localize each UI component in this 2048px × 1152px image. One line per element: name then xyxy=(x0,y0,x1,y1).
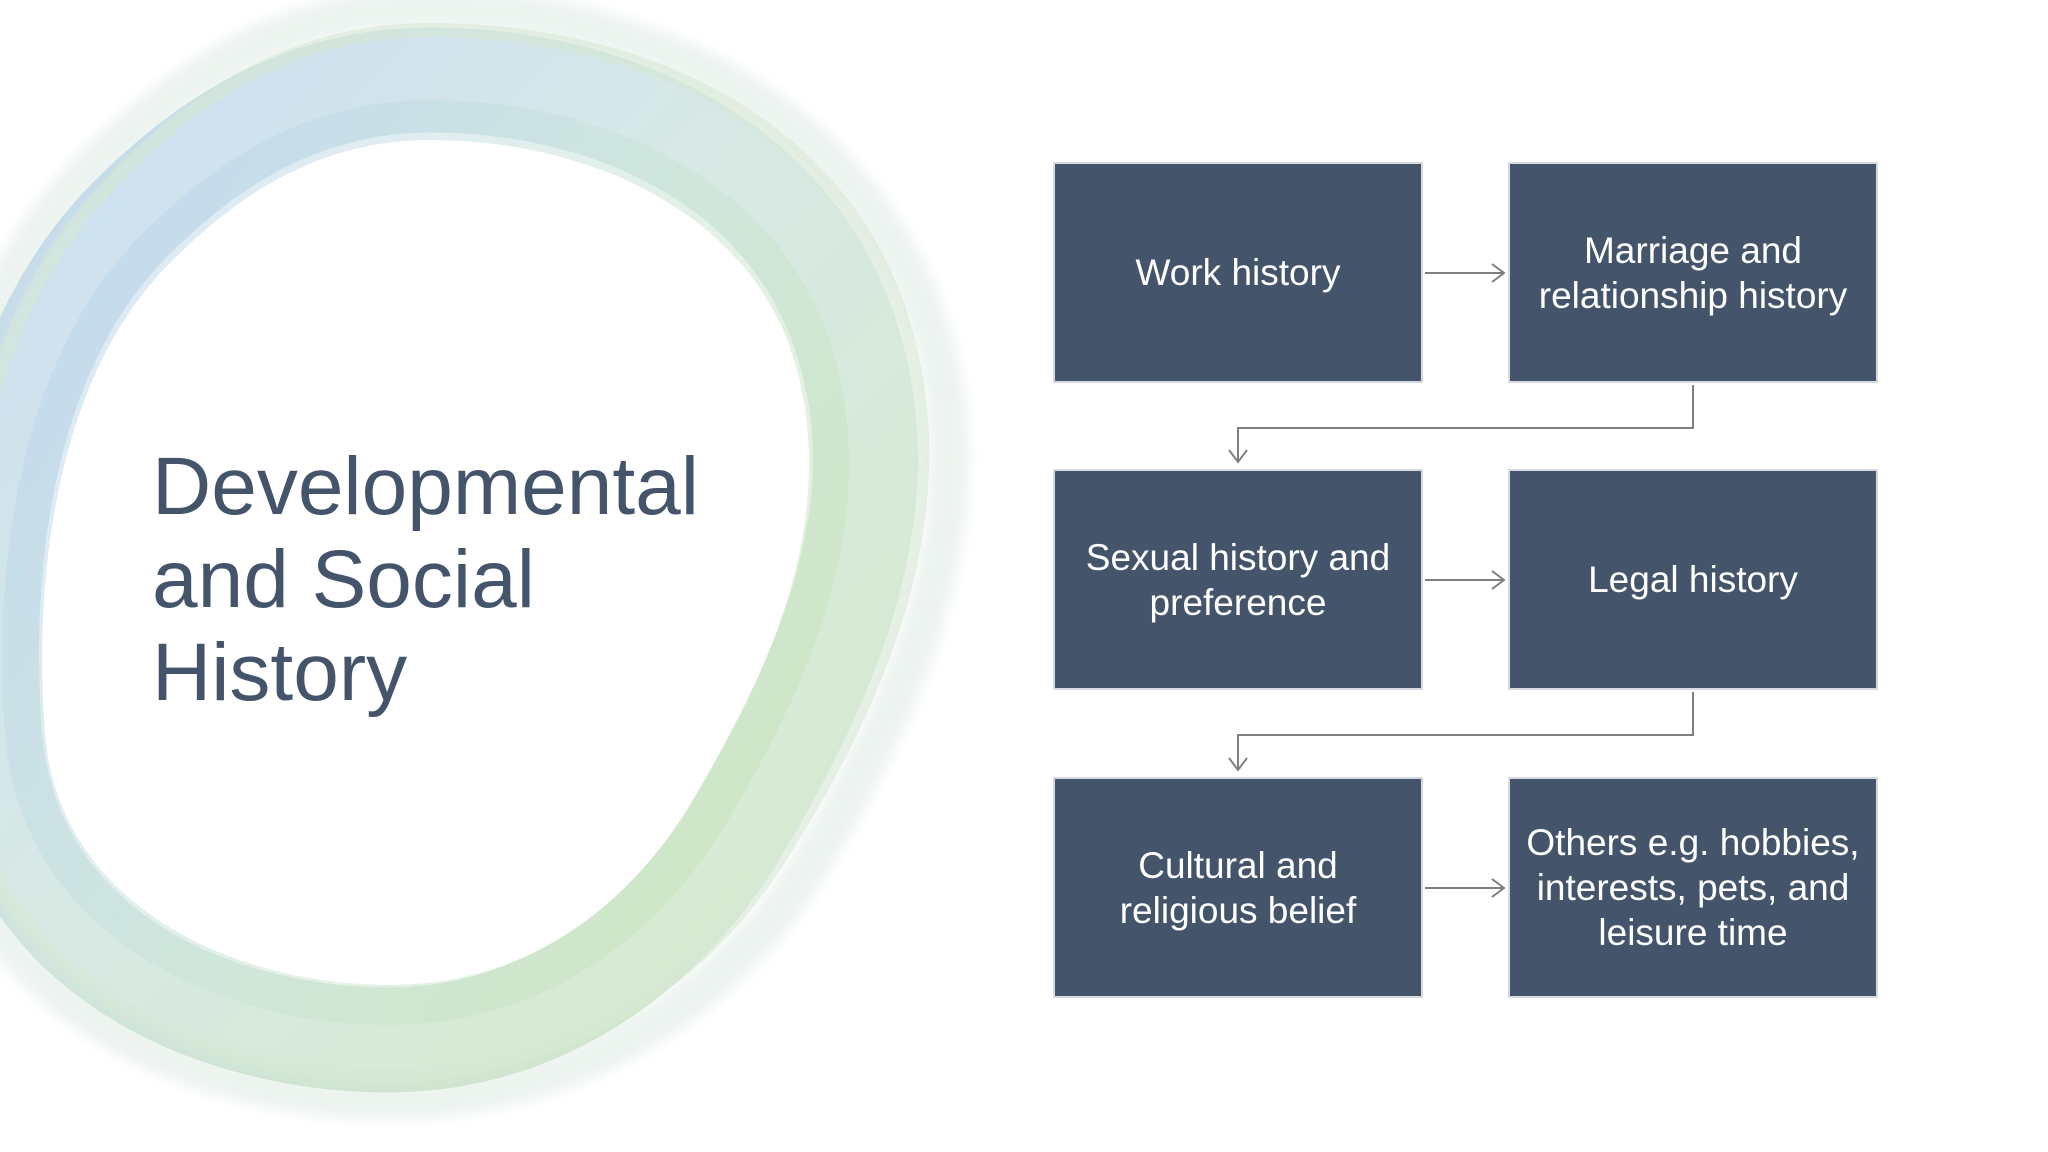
node-work-history: Work history xyxy=(1053,162,1423,383)
node-sexual-history: Sexual history and preference xyxy=(1053,469,1423,690)
connector-cultural-to-others xyxy=(1425,878,1506,898)
node-others: Others e.g. hobbies, interests, pets, an… xyxy=(1508,777,1878,998)
node-label: Marriage and relationship history xyxy=(1538,229,1848,316)
connector-legal-to-cultural xyxy=(1228,692,1694,772)
ring-outer-edge xyxy=(0,22,930,1083)
connector-sexual-to-legal xyxy=(1425,570,1506,590)
ring-halo xyxy=(0,0,970,1121)
node-marriage-history: Marriage and relationship history xyxy=(1508,162,1878,383)
connector-marriage-to-sexual xyxy=(1228,385,1694,464)
slide-title: Developmental and Social History xyxy=(152,440,712,719)
title-line-2: and Social xyxy=(152,534,535,625)
node-label: Sexual history and preference xyxy=(1085,536,1391,623)
ring-inner-band xyxy=(2,99,850,1026)
node-label: Work history xyxy=(1135,252,1341,293)
title-line-3: History xyxy=(152,627,408,718)
node-cultural-belief: Cultural and religious belief xyxy=(1053,777,1423,998)
connector-work-to-marriage xyxy=(1425,263,1506,283)
node-label: Legal history xyxy=(1588,559,1798,600)
node-label: Others e.g. hobbies, interests, pets, an… xyxy=(1526,822,1860,953)
ring-band xyxy=(0,27,918,1093)
node-label: Cultural and religious belief xyxy=(1119,844,1357,931)
title-line-1: Developmental xyxy=(152,441,699,532)
node-legal-history: Legal history xyxy=(1508,469,1878,690)
